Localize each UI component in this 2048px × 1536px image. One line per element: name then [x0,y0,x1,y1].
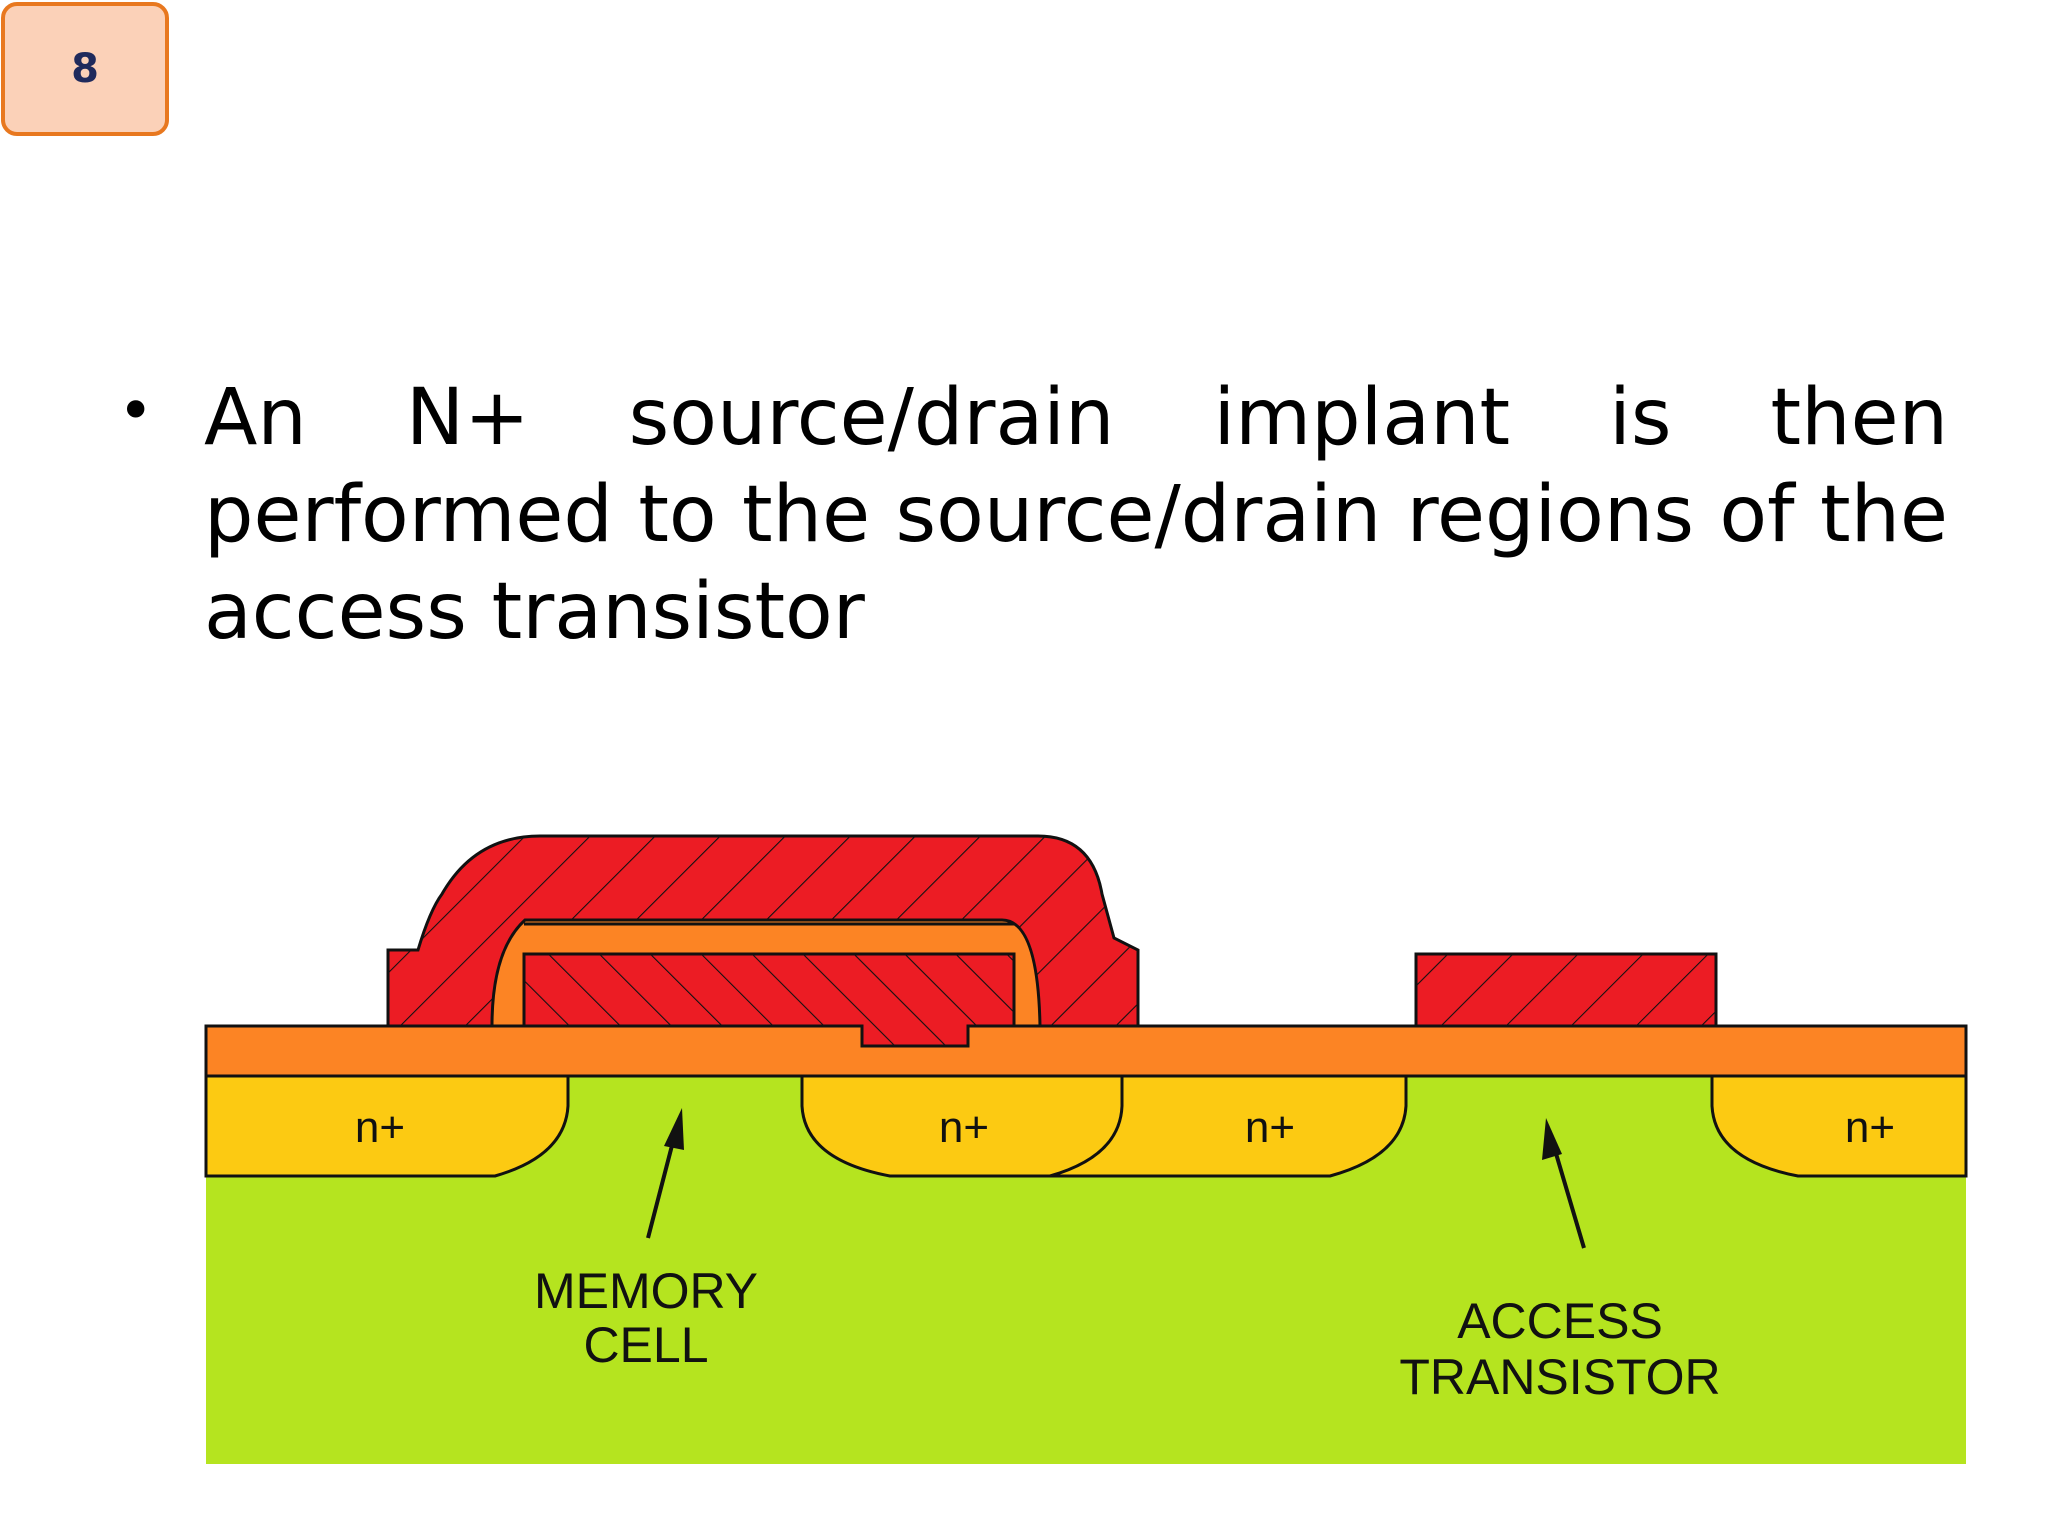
storage-node [522,952,1016,1048]
access-transistor-label-line2: TRANSISTOR [1399,1349,1720,1405]
bullet-text: An N+ source/drain implant is then perfo… [204,373,1948,657]
n-plus-label-2: n+ [939,1103,989,1152]
n-plus-label-4: n+ [1845,1103,1895,1152]
n-plus-region-junction [1049,1076,1124,1178]
n-plus-region-1 [204,1074,570,1178]
memory-cell-label-line1: MEMORY [534,1263,758,1319]
bullet-dot-icon: • [118,376,154,446]
access-transistor-arrow-icon [1542,1118,1586,1249]
access-transistor-gate [1414,952,1718,1028]
n-plus-label-3: n+ [1245,1103,1295,1152]
dram-cross-section-diagram: n+ n+ n+ n+ MEMORY CELL ACCESS TRANSISTO… [180,790,1980,1470]
n-plus-region-4 [1710,1074,1968,1178]
memory-cell-arrow-icon [646,1108,684,1239]
n-plus-region-2 [800,1074,1408,1178]
access-transistor-label-line1: ACCESS [1457,1293,1663,1349]
memory-cell-label-line2: CELL [583,1317,708,1373]
n-plus-label-1: n+ [355,1103,405,1152]
page-number-badge: 8 [1,2,169,136]
oxide-layer [204,1024,1968,1078]
